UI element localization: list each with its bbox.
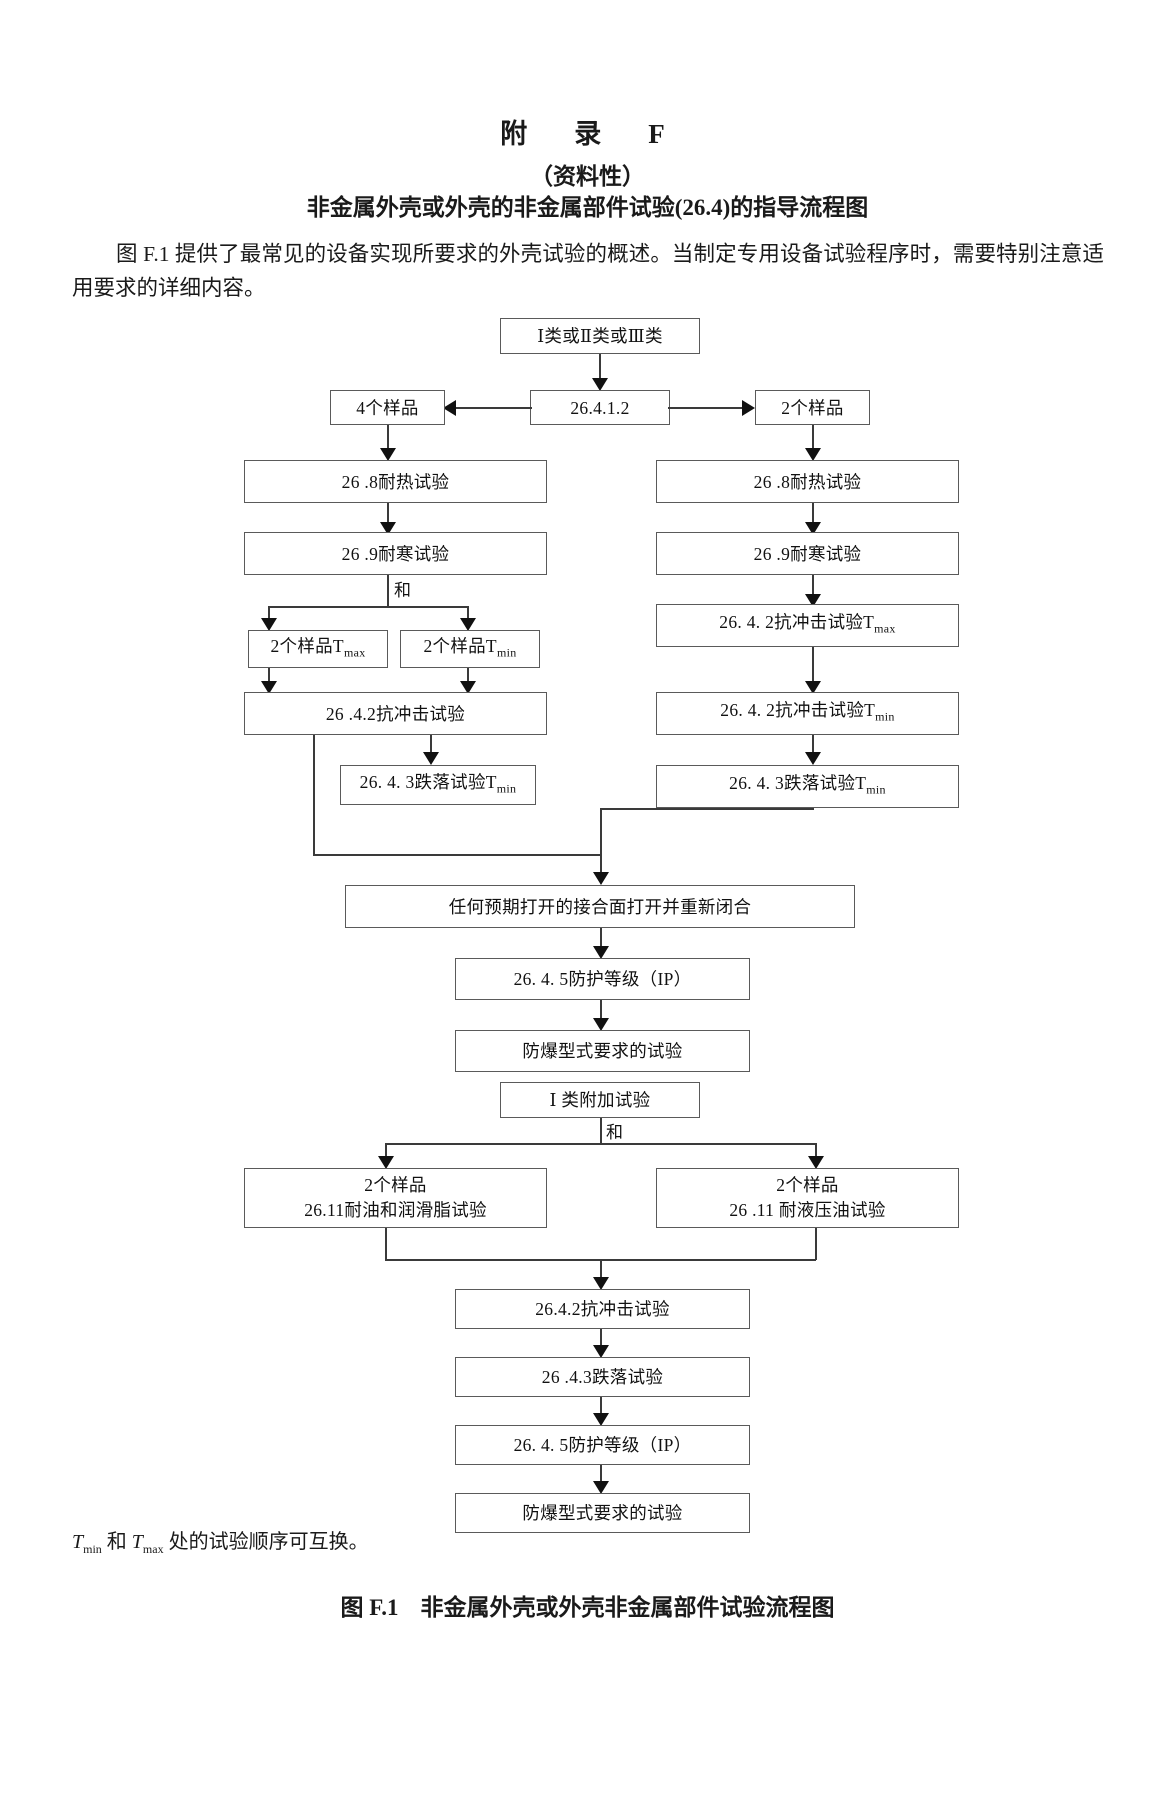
connector-reopen-to-ip (600, 928, 602, 956)
flow-box-right-impact-tmax: 26. 4. 2抗冲击试验Tmax (656, 604, 959, 647)
connector-group1-left-down (385, 1143, 387, 1163)
figure-footnote: Tmin 和 Tmax 处的试验顺序可互换。 (72, 1531, 369, 1556)
connector-right-impactmin-to-drop (812, 735, 814, 762)
arrow-left-samples-to-heat (380, 448, 396, 461)
flow-box-left-4-samples: 4个样品 (330, 390, 445, 425)
arrow-tmin-to-impact (460, 681, 476, 694)
connector-group1-ip-to-extype (600, 1465, 602, 1491)
connector-group1-left-merge (385, 1228, 387, 1260)
connector-right-merge-stub (812, 808, 814, 810)
connector-right-cold-to-impactmax (812, 575, 814, 605)
connector-left-cold-down (387, 575, 389, 608)
connector-group1-merge-down (600, 1259, 602, 1287)
flow-box-right-impact-tmin: 26. 4. 2抗冲击试验Tmin (656, 692, 959, 735)
connector-split-to-left (450, 407, 532, 409)
flow-box-start: Ⅰ类或Ⅱ类或Ⅲ类 (500, 318, 700, 354)
connector-tmax-to-impact (268, 668, 270, 692)
connector-left-and-down-a (268, 606, 270, 626)
flow-box-left-drop-test: 26. 4. 3跌落试验Tmin (340, 765, 536, 805)
connector-left-impact-to-drop (430, 735, 432, 762)
connector-left-heat-to-cold (387, 503, 389, 533)
flow-box-reopen-joints: 任何预期打开的接合面打开并重新闭合 (345, 885, 855, 928)
connector-group1-impact-to-drop (600, 1329, 602, 1355)
flow-box-right-2-samples: 2个样品 (755, 390, 870, 425)
arrow-start-to-split (592, 378, 608, 391)
flow-box-ip-rating: 26. 4. 5防护等级（IP） (455, 958, 750, 1000)
flow-box-group1-oil-grease: 2个样品 26.11耐油和润滑脂试验 (244, 1168, 547, 1228)
connector-merge-down (600, 854, 602, 882)
flow-box-right-drop-test: 26. 4. 3跌落试验Tmin (656, 765, 959, 808)
connector-group1-right-down (815, 1143, 817, 1163)
connector-start-to-split (599, 354, 601, 384)
connector-right-impactmax-to-impactmin (812, 647, 814, 692)
connector-left-samples-to-heat (387, 425, 389, 454)
connector-left-impact-bypass (313, 735, 315, 855)
flow-box-group1-ex-type-test: 防爆型式要求的试验 (455, 1493, 750, 1533)
connector-left-and-bar (268, 606, 468, 608)
connector-left-and-down-b (467, 606, 469, 626)
arrow-group1-to-left-box (378, 1156, 394, 1169)
connector-right-merge-bar (600, 808, 813, 810)
flow-box-group1-hydraulic-oil: 2个样品 26 .11 耐液压油试验 (656, 1168, 959, 1228)
flow-box-left-heat-test: 26 .8耐热试验 (244, 460, 547, 503)
body-paragraph: 图 F.1 提供了最常见的设备实现所要求的外壳试验的概述。当制定专用设备试验程序… (72, 242, 1104, 300)
arrow-split-to-right (742, 400, 755, 416)
figure-caption-text: 非金属外壳或外壳非金属部件试验流程图 (420, 1595, 835, 1620)
flow-box-left-2-samples-tmin: 2个样品Tmin (400, 630, 540, 668)
connector-right-samples-to-heat (812, 425, 814, 454)
arrow-reopen-to-ip (593, 946, 609, 959)
flow-box-group1-ip-rating: 26. 4. 5防护等级（IP） (455, 1425, 750, 1465)
arrow-merge-to-reopen (593, 872, 609, 885)
flow-box-group1-additional: Ⅰ 类附加试验 (500, 1082, 700, 1118)
figure-caption: 图 F.1 非金属外壳或外壳非金属部件试验流程图 (0, 1588, 1175, 1622)
connector-right-drop-to-merge (600, 808, 602, 856)
arrow-group1-to-right-box (808, 1156, 824, 1169)
arrow-left-heat-to-cold (380, 522, 396, 535)
arrow-left-to-tmax (261, 618, 277, 631)
arrow-right-cold-to-impactmax (805, 594, 821, 607)
arrow-right-impactmin-to-drop (805, 752, 821, 765)
flow-box-clause-26-4-1-2: 26.4.1.2 (530, 390, 670, 425)
figure-caption-label: 图 F.1 (340, 1595, 399, 1620)
arrow-right-heat-to-cold (805, 522, 821, 535)
flow-box-left-2-samples-tmax: 2个样品Tmax (248, 630, 388, 668)
flow-box-ex-type-test: 防爆型式要求的试验 (455, 1030, 750, 1072)
flow-box-group1-drop-test: 26 .4.3跌落试验 (455, 1357, 750, 1397)
annex-name: 非金属外壳或外壳的非金属部件试验(26.4)的指导流程图 (306, 195, 869, 220)
arrow-left-impact-to-drop (423, 752, 439, 765)
arrow-group1-merge-to-impact (593, 1277, 609, 1290)
connector-ip-to-extype (600, 1000, 602, 1028)
annex-title: 附 录 F (500, 119, 675, 149)
flow-box-right-heat-test: 26 .8耐热试验 (656, 460, 959, 503)
arrow-right-samples-to-heat (805, 448, 821, 461)
flow-box-group1-impact-test: 26.4.2抗冲击试验 (455, 1289, 750, 1329)
connector-split-to-right (668, 407, 750, 409)
arrow-group1-ip-to-extype (593, 1481, 609, 1494)
connector-tmin-to-impact (467, 668, 469, 692)
arrow-group1-drop-to-ip (593, 1413, 609, 1426)
connector-label-and-left: 和 (392, 576, 413, 601)
flow-box-right-cold-test: 26 .9耐寒试验 (656, 532, 959, 575)
connector-right-heat-to-cold (812, 503, 814, 533)
connector-label-and-group1: 和 (604, 1118, 625, 1143)
arrow-ip-to-extype (593, 1018, 609, 1031)
arrow-group1-impact-to-drop (593, 1345, 609, 1358)
connector-group1-down (600, 1118, 602, 1144)
flow-box-left-cold-test: 26 .9耐寒试验 (244, 532, 547, 575)
arrow-split-to-left (443, 400, 456, 416)
connector-left-merge-bar (313, 854, 601, 856)
arrow-left-to-tmin (460, 618, 476, 631)
flowchart-figure: Ⅰ类或Ⅱ类或Ⅲ类 26.4.1.2 4个样品 2个样品 26 .8耐热试验 (0, 300, 1175, 1533)
connector-group1-split-bar (385, 1143, 817, 1145)
annex-type: （资料性） (530, 164, 645, 189)
arrow-right-impactmax-to-impactmin (805, 681, 821, 694)
connector-group1-drop-to-ip (600, 1397, 602, 1423)
connector-group1-right-merge (815, 1228, 817, 1260)
flow-box-left-impact-test: 26 .4.2抗冲击试验 (244, 692, 547, 735)
arrow-tmax-to-impact (261, 681, 277, 694)
